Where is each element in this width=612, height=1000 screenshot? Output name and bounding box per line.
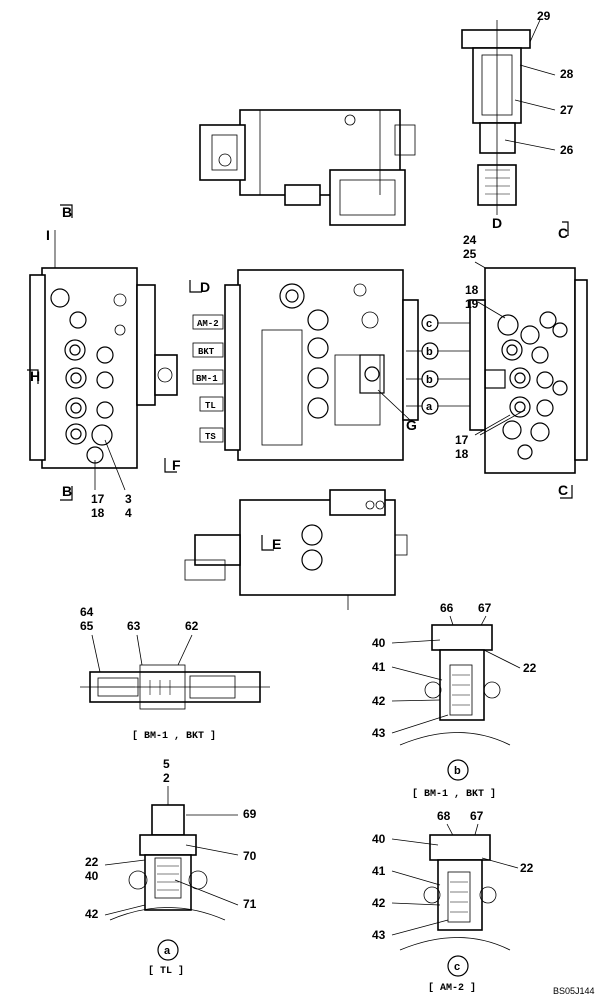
port-circle-b-bottom: b	[454, 765, 461, 777]
callout-71: 71	[243, 897, 257, 911]
callout-63: 63	[127, 619, 141, 633]
callout-40-lower: 40	[372, 832, 386, 846]
port-tag-bm1: BM-1	[196, 374, 218, 384]
callout-3: 3	[125, 492, 132, 506]
callout-69: 69	[243, 807, 257, 821]
callout-64: 64	[80, 605, 94, 619]
section-c-bottom: C	[558, 482, 568, 498]
detail-a-tl: 5 2 69 70 71 22 40 42 a [ TL ]	[85, 757, 257, 977]
detail-b-bm1-bkt: 66 67 40 41 42 43 22 b [ BM-1 , BKT ]	[372, 601, 537, 800]
detail-c-am2: 68 67 40 41 42 43 22 c [ AM-2 ]	[372, 809, 534, 994]
port-circle-a-bottom: a	[164, 945, 171, 957]
callout-18-left: 18	[91, 506, 105, 520]
caption-am2: [ AM-2 ]	[428, 982, 476, 994]
callout-27: 27	[560, 103, 574, 117]
top-valve-view	[199, 109, 416, 226]
port-circle-b2: b	[426, 374, 433, 386]
figure-code: BS05J144	[553, 986, 595, 996]
port-tag-bkt: BKT	[198, 347, 215, 357]
right-valve-section-c: 24 25 18 19 17 18 C	[455, 233, 588, 499]
section-c-top: C	[558, 225, 568, 241]
port-tag-am2: AM-2	[197, 319, 219, 329]
callout-42-lower: 42	[372, 896, 386, 910]
callout-67-lower: 67	[470, 809, 484, 823]
port-circle-b1: b	[426, 346, 433, 358]
view-d-detail: 29 28 27 26 D C	[461, 9, 574, 241]
bottom-valve-view-e: E	[184, 489, 408, 610]
section-i-label: I	[46, 227, 50, 243]
callout-18-right: 18	[455, 447, 469, 461]
callout-67-upper: 67	[478, 601, 492, 615]
callout-42-left: 42	[85, 907, 99, 921]
section-g-label: G	[406, 417, 417, 433]
callout-29: 29	[537, 9, 551, 23]
callout-62: 62	[185, 619, 199, 633]
callout-19: 19	[465, 297, 479, 311]
section-b-bottom: B	[62, 483, 72, 499]
callout-22-lower: 22	[520, 861, 534, 875]
callout-5: 5	[163, 757, 170, 771]
callout-22-upper: 22	[523, 661, 537, 675]
callout-40-left: 40	[85, 869, 99, 883]
callout-22-left: 22	[85, 855, 99, 869]
port-circle-c-bottom: c	[454, 961, 460, 973]
port-tag-ts: TS	[205, 432, 216, 442]
caption-bm1-bkt-right: [ BM-1 , BKT ]	[412, 788, 496, 800]
caption-bm1-bkt-left: [ BM-1 , BKT ]	[132, 730, 216, 742]
callout-43-lower: 43	[372, 928, 386, 942]
callout-24: 24	[463, 233, 477, 247]
callout-68: 68	[437, 809, 451, 823]
callout-17-right: 17	[455, 433, 469, 447]
callout-41-lower: 41	[372, 864, 386, 878]
callout-17-left: 17	[91, 492, 105, 506]
callout-70: 70	[243, 849, 257, 863]
view-d-label: D	[492, 215, 502, 231]
callout-43-upper: 43	[372, 726, 386, 740]
port-tag-tl: TL	[205, 401, 216, 411]
section-h-label: H	[30, 368, 40, 384]
section-d-arrow: D	[200, 279, 210, 295]
section-f-label: F	[172, 457, 181, 473]
caption-tl: [ TL ]	[148, 965, 184, 977]
callout-26: 26	[560, 143, 574, 157]
relief-valve-bm1-bkt: 64 65 63 62 [ BM-1 , BKT ]	[80, 605, 270, 742]
callout-40-upper: 40	[372, 636, 386, 650]
port-circle-c-mid: c	[426, 318, 432, 330]
callout-41-upper: 41	[372, 660, 386, 674]
center-valve-front: D G F AM-2 BKT BM-1 TL TS c	[164, 269, 480, 473]
callout-18-right-top: 18	[465, 283, 479, 297]
callout-66: 66	[440, 601, 454, 615]
callout-25: 25	[463, 247, 477, 261]
section-e-label: E	[272, 536, 281, 552]
callout-42-upper: 42	[372, 694, 386, 708]
callout-28: 28	[560, 67, 574, 81]
callout-2: 2	[163, 771, 170, 785]
port-circle-a-mid: a	[426, 401, 433, 413]
callout-4: 4	[125, 506, 132, 520]
callout-65: 65	[80, 619, 94, 633]
left-valve-section-b: B I H 17 18 3 4 B	[27, 204, 178, 520]
section-b-top: B	[62, 204, 72, 220]
